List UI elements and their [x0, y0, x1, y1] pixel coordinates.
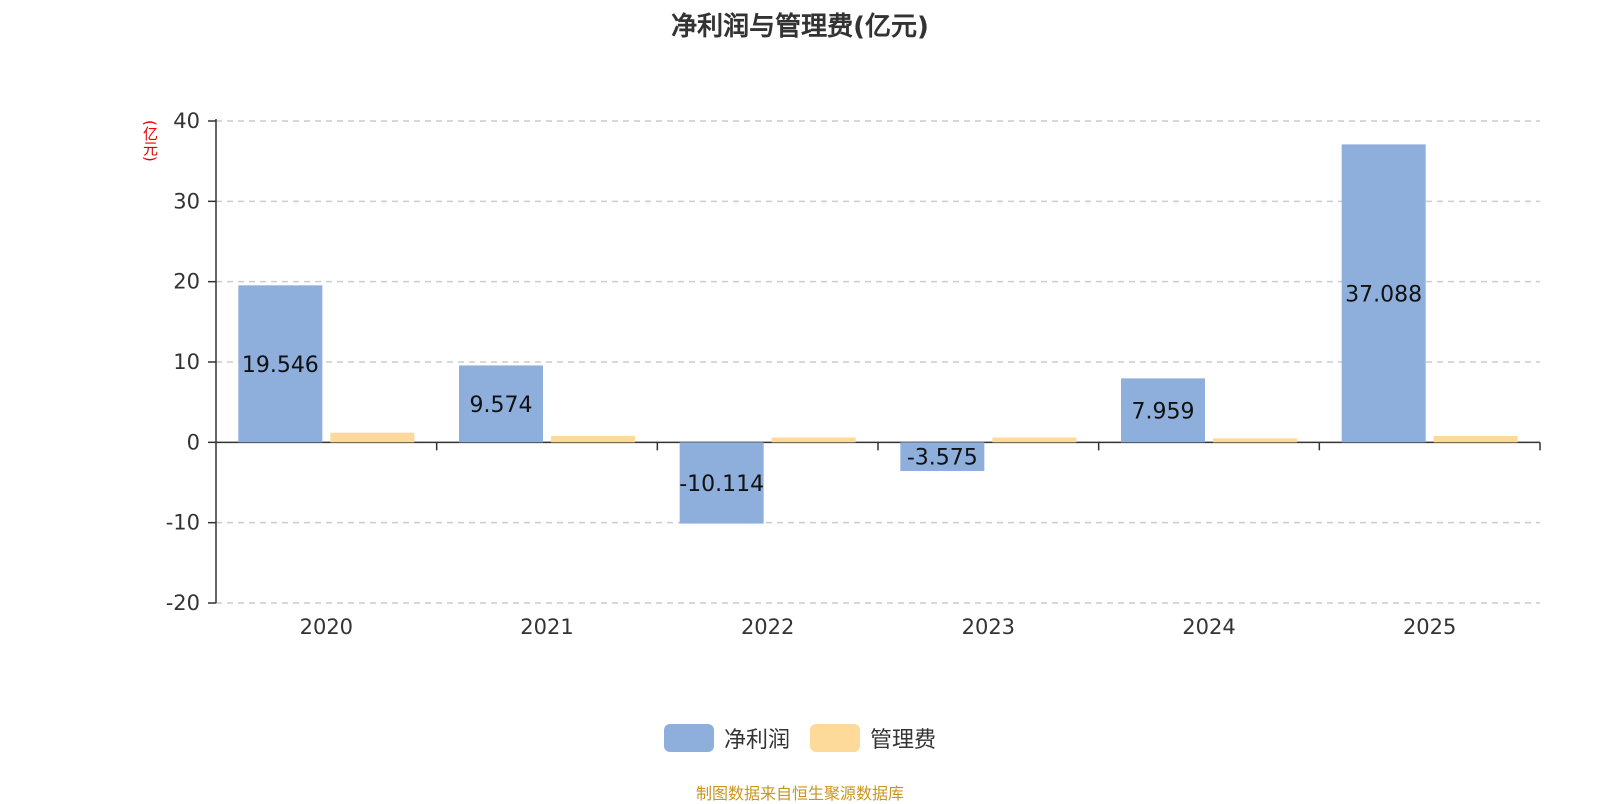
bars [238, 144, 1518, 524]
bar-net-profit [1341, 144, 1426, 443]
data-label: 37.088 [1345, 282, 1422, 307]
x-tick-label: 2021 [520, 615, 573, 639]
bar-net-profit [1121, 378, 1205, 443]
x-tick-label: 2023 [962, 615, 1015, 639]
legend-label-net-profit: 净利润 [723, 728, 790, 753]
y-tick-label: 40 [173, 109, 200, 133]
bar-admin-expense [1213, 438, 1297, 443]
y-tick-label: -20 [166, 591, 200, 615]
bar-admin-expense [551, 435, 635, 443]
bar-admin-expense [330, 432, 415, 443]
legend-item-net-profit[interactable]: 净利润 [663, 722, 790, 754]
y-tick-label: 20 [173, 270, 200, 294]
x-tick-label: 2022 [741, 615, 794, 639]
data-label: -3.575 [907, 446, 978, 471]
x-tick-label: 2025 [1403, 615, 1456, 639]
data-label: -10.114 [679, 472, 764, 497]
bar-net-profit [238, 285, 323, 443]
bar-admin-expense [992, 437, 1077, 443]
bar-admin-expense [771, 437, 856, 443]
legend: 净利润 管理费 [0, 722, 1600, 754]
y-tick-label: 10 [173, 350, 200, 374]
bar-net-profit [459, 365, 543, 443]
y-tick-label: -10 [166, 511, 200, 535]
x-tick-label: 2020 [300, 615, 353, 639]
bar-admin-expense [1433, 435, 1518, 443]
legend-swatch-admin-expense [810, 724, 860, 752]
chart-title: 净利润与管理费(亿元) [671, 12, 929, 42]
gridlines [216, 120, 1540, 604]
y-tick-label: 30 [173, 189, 200, 213]
y-axis-unit-label: (亿元) [141, 120, 159, 162]
source-note: 制图数据来自恒生聚源数据库 [695, 784, 904, 803]
bar-net-profit [900, 442, 985, 472]
bar-net-profit [679, 442, 764, 524]
data-label: 9.574 [470, 393, 533, 418]
axes: -20 -10 0 10 20 30 40 2020 2021 2022 2023 2024 2025 [166, 109, 1541, 639]
x-tick-label: 2024 [1182, 615, 1235, 639]
legend-swatch-net-profit [663, 724, 714, 752]
data-label: 19.546 [242, 353, 319, 378]
data-label: 7.959 [1132, 399, 1195, 424]
data-labels: 19.546 9.574 -10.114 -3.575 7.959 37.088 [242, 282, 1422, 497]
y-tick-label: 0 [187, 430, 200, 454]
legend-label-admin-expense: 管理费 [870, 728, 937, 753]
legend-item-admin-expense[interactable]: 管理费 [810, 722, 936, 754]
